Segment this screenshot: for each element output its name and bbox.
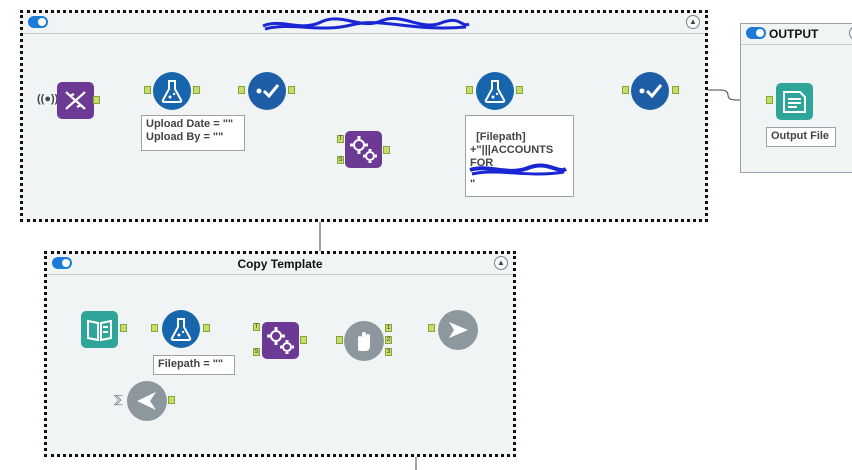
copy-macro-tool[interactable] bbox=[262, 322, 299, 359]
formula-annotation: Upload Date = "" Upload By = "" bbox=[141, 115, 245, 151]
run-command-icon bbox=[449, 322, 468, 338]
select-tool-2[interactable] bbox=[631, 72, 669, 110]
s-input-anchor[interactable]: S bbox=[337, 156, 344, 164]
top-container[interactable]: ▲ bbox=[20, 10, 708, 222]
message-hand-icon bbox=[358, 332, 370, 351]
collapse-icon[interactable]: ▲ bbox=[686, 15, 700, 29]
output-anchor[interactable] bbox=[516, 86, 523, 94]
formula-annotation-2-text: [Filepath] +"|||ACCOUNTS FOR bbox=[470, 131, 554, 169]
output-annotation: Output File bbox=[766, 127, 836, 147]
redaction-scribble bbox=[469, 163, 568, 176]
macro-input-tool[interactable] bbox=[127, 381, 167, 421]
t-input-anchor[interactable]: T bbox=[253, 323, 260, 331]
dna-icon bbox=[65, 91, 86, 110]
copy-template-toggle[interactable] bbox=[52, 257, 72, 269]
output-header: OUTPUT ▲ bbox=[741, 24, 852, 45]
formula-flask-icon bbox=[161, 80, 183, 103]
t-input-anchor[interactable]: T bbox=[337, 135, 344, 143]
input-anchor[interactable] bbox=[622, 86, 629, 94]
output-anchor[interactable] bbox=[93, 96, 100, 104]
select-check-icon bbox=[639, 84, 663, 99]
output-anchor[interactable] bbox=[203, 324, 210, 332]
macro-input-wave-icon[interactable]: ((●)) bbox=[37, 93, 59, 105]
copy-template-collapse-icon[interactable]: ▲ bbox=[494, 256, 508, 270]
select-tool-1[interactable] bbox=[248, 72, 286, 110]
gear-macro-icon bbox=[350, 136, 377, 163]
output-anchor[interactable] bbox=[383, 146, 390, 154]
directory-tool[interactable] bbox=[81, 311, 118, 348]
output-anchor[interactable] bbox=[193, 86, 200, 94]
output-anchor[interactable] bbox=[672, 86, 679, 94]
input-anchor[interactable] bbox=[336, 336, 343, 344]
message-tool[interactable] bbox=[344, 321, 384, 361]
output-file-icon bbox=[783, 91, 806, 113]
container-header: ▲ bbox=[23, 13, 705, 34]
output-toggle[interactable] bbox=[746, 27, 766, 39]
copy-formula-annotation: Filepath = "" bbox=[153, 355, 235, 375]
directory-book-icon bbox=[87, 319, 112, 342]
copy-template-header: Copy Template ▲ bbox=[47, 254, 513, 275]
input-anchor[interactable] bbox=[766, 96, 773, 104]
formula-tool-1[interactable] bbox=[153, 72, 191, 110]
input-anchor[interactable] bbox=[238, 86, 245, 94]
output-anchor[interactable] bbox=[288, 86, 295, 94]
input-anchor[interactable] bbox=[466, 86, 473, 94]
container-toggle[interactable] bbox=[28, 16, 48, 28]
output-anchor[interactable] bbox=[168, 396, 175, 404]
gear-macro-icon bbox=[267, 327, 294, 354]
redaction-scribble bbox=[262, 17, 470, 31]
append-macro-tool[interactable] bbox=[345, 131, 382, 168]
output-title: OUTPUT bbox=[769, 27, 819, 41]
formula-flask-icon bbox=[484, 80, 506, 103]
formula-tool-copy[interactable] bbox=[162, 310, 200, 348]
dna-tool[interactable] bbox=[57, 82, 94, 119]
input-anchor[interactable] bbox=[144, 86, 151, 94]
output-anchor-3[interactable]: 3 bbox=[385, 348, 392, 356]
output-anchor[interactable] bbox=[300, 336, 307, 344]
select-check-icon bbox=[256, 84, 280, 99]
run-command-tool[interactable] bbox=[438, 310, 478, 350]
formula-flask-icon bbox=[170, 318, 192, 341]
formula-annotation-2: [Filepath] +"|||ACCOUNTS FOR " bbox=[465, 115, 574, 197]
macro-input-icon bbox=[137, 392, 156, 410]
output-anchor[interactable] bbox=[120, 324, 127, 332]
output-data-tool[interactable] bbox=[776, 83, 813, 120]
copy-template-title: Copy Template bbox=[237, 257, 323, 271]
input-anchor[interactable] bbox=[151, 324, 158, 332]
output-anchor-1[interactable]: 1 bbox=[385, 324, 392, 332]
output-anchor-2[interactable]: 2 bbox=[385, 336, 392, 344]
formula-tool-2[interactable] bbox=[476, 72, 514, 110]
input-anchor[interactable] bbox=[428, 324, 435, 332]
s-input-anchor[interactable]: S bbox=[253, 348, 260, 356]
formula-annotation-2-tail: " bbox=[470, 178, 476, 190]
macro-input-marker-icon: ⅀ bbox=[114, 394, 123, 406]
